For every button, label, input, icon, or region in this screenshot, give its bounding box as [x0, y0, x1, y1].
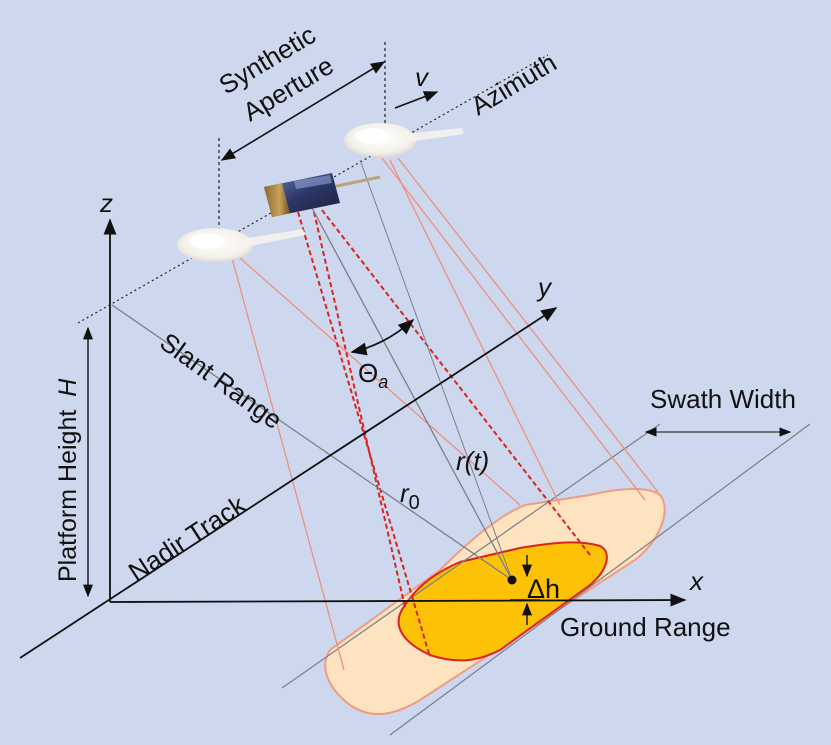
platform-height-symbol: H — [54, 378, 82, 397]
slant-range-label: Slant Range — [154, 327, 287, 435]
y-axis-label: y — [536, 272, 553, 302]
swath-center-line — [359, 159, 513, 581]
r0-subscript: 0 — [409, 492, 420, 514]
slant-range-line — [111, 304, 513, 581]
r0-label-group: r0 — [400, 478, 420, 514]
delta-h-label: Δh — [527, 574, 560, 604]
theta-angle-arc — [350, 318, 415, 356]
x-axis — [109, 593, 687, 607]
swath-boundary-far — [389, 423, 811, 736]
theta-label: Θ — [358, 358, 378, 388]
delta-h-marker — [510, 555, 540, 625]
satellite-icon — [177, 228, 305, 262]
theta-a-label-group: Θa — [358, 358, 388, 392]
y-axis-nadir-track — [19, 307, 558, 659]
satellite-icon — [344, 123, 464, 157]
x-axis-label: x — [688, 566, 704, 596]
nadir-track-label: Nadir Track — [123, 489, 252, 587]
beam-center — [297, 209, 591, 658]
range-r-t-line — [311, 207, 513, 581]
r-of-t-label: r(t) — [456, 446, 489, 476]
beam-right — [381, 157, 659, 506]
r0-label: r — [400, 478, 410, 508]
z-axis-label: z — [99, 188, 113, 218]
swath-boundary-near — [281, 423, 661, 689]
platform-height-label-group: Platform Height H — [54, 378, 82, 582]
target-point — [507, 575, 517, 585]
aperture-arrow — [220, 61, 386, 161]
theta-subscript: a — [378, 372, 388, 392]
swath-width-label: Swath Width — [650, 384, 796, 414]
velocity-label: v — [415, 62, 430, 92]
satellite-icon — [264, 173, 381, 217]
platform-height-label: Platform Height — [54, 410, 82, 582]
ground-range-label: Ground Range — [560, 612, 731, 642]
velocity-arrow — [394, 91, 439, 109]
svg-text:Platform Height H: Platform Height H — [54, 378, 82, 582]
delta-h-label-group: Δh — [527, 574, 560, 604]
azimuth-label: Azimuth — [466, 47, 562, 121]
